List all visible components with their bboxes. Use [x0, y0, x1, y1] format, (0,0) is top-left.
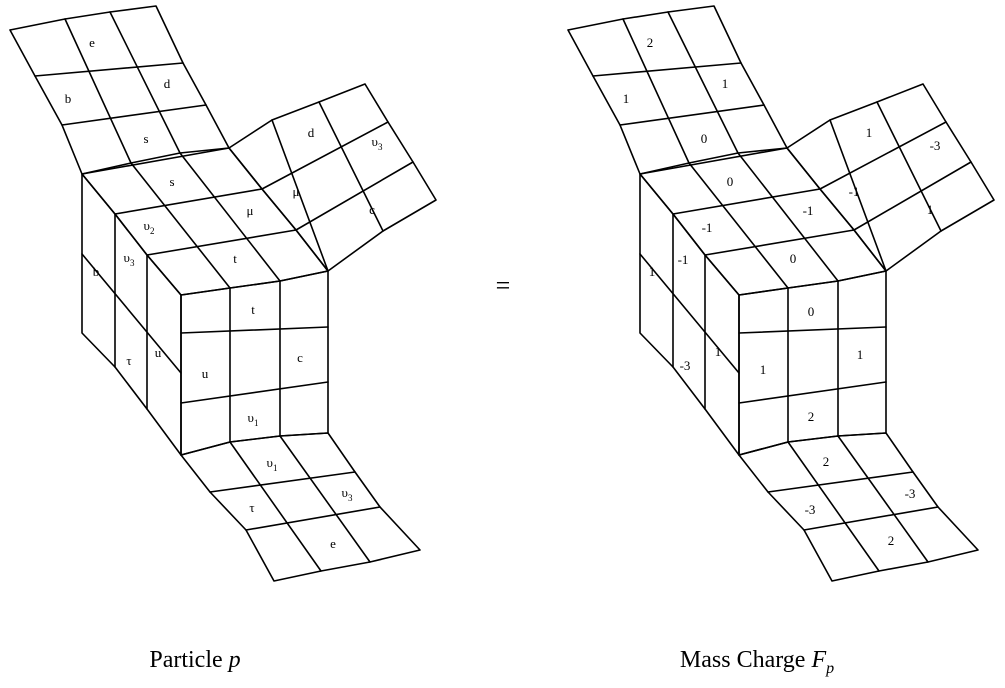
left-grid-lines	[9, 5, 437, 582]
left-top-face-t: t	[233, 251, 237, 266]
right-grid-lines	[567, 5, 995, 582]
right-top-face-t: 0	[790, 251, 797, 266]
left-panel: e b d s s d υ3 μ μ c υ2 t b υ3 τ u t u c…	[9, 5, 437, 673]
right-left-face-b: 1	[649, 264, 656, 279]
left-cell-labels: e b d s s d υ3 μ μ c υ2 t b υ3 τ u t u c…	[65, 35, 383, 551]
right-right-arm-c: 1	[927, 202, 934, 217]
right-top-arm-d: 1	[722, 76, 729, 91]
left-bottom-arm-tau: τ	[249, 500, 254, 515]
left-left-face-tau: τ	[126, 353, 131, 368]
right-front-face-t: 0	[808, 304, 815, 319]
right-bottom-arm-e: 2	[888, 533, 895, 548]
equals-sign: =	[496, 271, 511, 300]
right-bottom-arm-tau: -3	[805, 502, 816, 517]
left-right-arm-mu1: μ	[247, 203, 254, 218]
left-right-arm-v3: υ3	[372, 134, 383, 152]
left-top-arm-b: b	[65, 91, 72, 106]
left-right-arm-mu2: μ	[293, 184, 300, 199]
right-top-arm-s1: 0	[701, 131, 708, 146]
left-left-face-b: b	[93, 264, 100, 279]
right-left-face-tau: -3	[680, 358, 691, 373]
right-left-face-u: 1	[715, 344, 722, 359]
left-bottom-arm-v3: υ3	[342, 485, 353, 503]
left-left-face-v3: υ3	[124, 250, 135, 268]
right-front-face-c: 1	[857, 347, 864, 362]
right-right-arm-mu1: -1	[803, 203, 814, 218]
left-top-arm-e: e	[89, 35, 95, 50]
left-right-arm-d: d	[308, 125, 315, 140]
left-bottom-arm-e: e	[330, 536, 336, 551]
right-front-face-v1: 2	[808, 409, 815, 424]
right-bottom-arm-v1: 2	[823, 454, 830, 469]
left-top-arm-s2: s	[169, 174, 174, 189]
right-right-arm-mu2: -1	[849, 184, 860, 199]
right-panel: 2 1 1 0 0 1 -3 -1 -1 1 -1 0 1 -1 -3 1 0 …	[567, 5, 995, 677]
left-front-face-u: u	[202, 366, 209, 381]
right-bottom-arm-v3: -3	[905, 486, 916, 501]
left-bottom-arm-v1: υ1	[267, 455, 278, 473]
left-front-face-v1: υ1	[248, 410, 259, 428]
left-top-arm-d: d	[164, 76, 171, 91]
right-top-face-v2: -1	[702, 220, 713, 235]
right-top-arm-e: 2	[647, 35, 654, 50]
right-right-arm-d: 1	[866, 125, 873, 140]
right-caption: Mass Charge Fp	[680, 647, 834, 677]
right-top-arm-s2: 0	[727, 174, 734, 189]
left-top-arm-s1: s	[143, 131, 148, 146]
right-front-face-u: 1	[760, 362, 767, 377]
left-right-arm-c: c	[369, 202, 375, 217]
right-cell-labels: 2 1 1 0 0 1 -3 -1 -1 1 -1 0 1 -1 -3 1 0 …	[623, 35, 941, 548]
left-front-face-t: t	[251, 302, 255, 317]
left-front-face-c: c	[297, 350, 303, 365]
left-caption: Particle p	[149, 647, 240, 673]
right-top-arm-b: 1	[623, 91, 630, 106]
left-left-face-u: u	[155, 345, 162, 360]
right-left-face-v3: -1	[678, 252, 689, 267]
right-right-arm-v3: -3	[930, 138, 941, 153]
left-top-face-v2: υ2	[144, 218, 155, 236]
